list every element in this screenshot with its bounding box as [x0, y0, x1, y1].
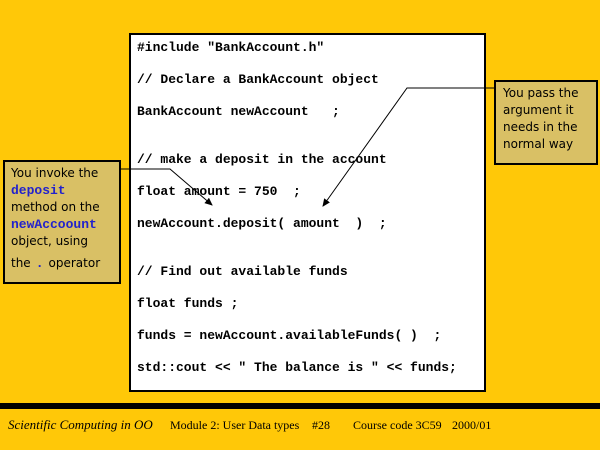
code-line: newAccount.deposit( amount ) ;: [137, 216, 387, 231]
right-callout-text: needs in the: [503, 120, 578, 134]
code-line: #include "BankAccount.h": [137, 40, 325, 55]
left-callout-code-deposit: deposit: [11, 183, 66, 198]
code-line: // Declare a BankAccount object: [137, 72, 379, 87]
left-callout-text-operator: operator: [48, 256, 101, 270]
right-callout-text: argument it: [503, 103, 574, 117]
left-callout: You invoke the deposit method on the new…: [3, 160, 121, 284]
footer-course-code: Course code 3C59: [353, 418, 442, 432]
left-callout-text-the: the: [11, 256, 31, 270]
footer-page-number: #28: [312, 418, 330, 432]
footer-course-title: Scientific Computing in OO: [8, 417, 153, 432]
code-line: float amount = 750 ;: [137, 184, 301, 199]
right-callout: You pass the argument it needs in the no…: [494, 80, 598, 165]
code-line: std::cout << " The balance is " << funds…: [137, 360, 457, 375]
code-line: funds = newAccount.availableFunds( ) ;: [137, 328, 442, 343]
code-line: float funds ;: [137, 296, 239, 311]
left-callout-text: the. operator: [11, 255, 119, 272]
footer-module: Module 2: User Data types: [170, 418, 300, 432]
footer: Scientific Computing in OO Module 2: Use…: [0, 417, 600, 437]
footer-year: 2000/01: [452, 418, 492, 432]
code-line: BankAccount newAccount ;: [137, 104, 340, 119]
code-line: // make a deposit in the account: [137, 152, 387, 167]
footer-divider: [0, 403, 600, 409]
code-panel: #include "BankAccount.h" // Declare a Ba…: [129, 33, 486, 392]
left-callout-code-dot-operator: .: [35, 256, 44, 271]
right-callout-text: normal way: [503, 137, 574, 151]
left-callout-text: You invoke the: [11, 166, 99, 180]
left-callout-text: object, using: [11, 234, 89, 248]
left-callout-code-newaccount: newAccoount: [11, 217, 97, 232]
code-line: // Find out available funds: [137, 264, 348, 279]
left-callout-text: method on the: [11, 200, 100, 214]
right-callout-text: You pass the: [503, 86, 579, 100]
